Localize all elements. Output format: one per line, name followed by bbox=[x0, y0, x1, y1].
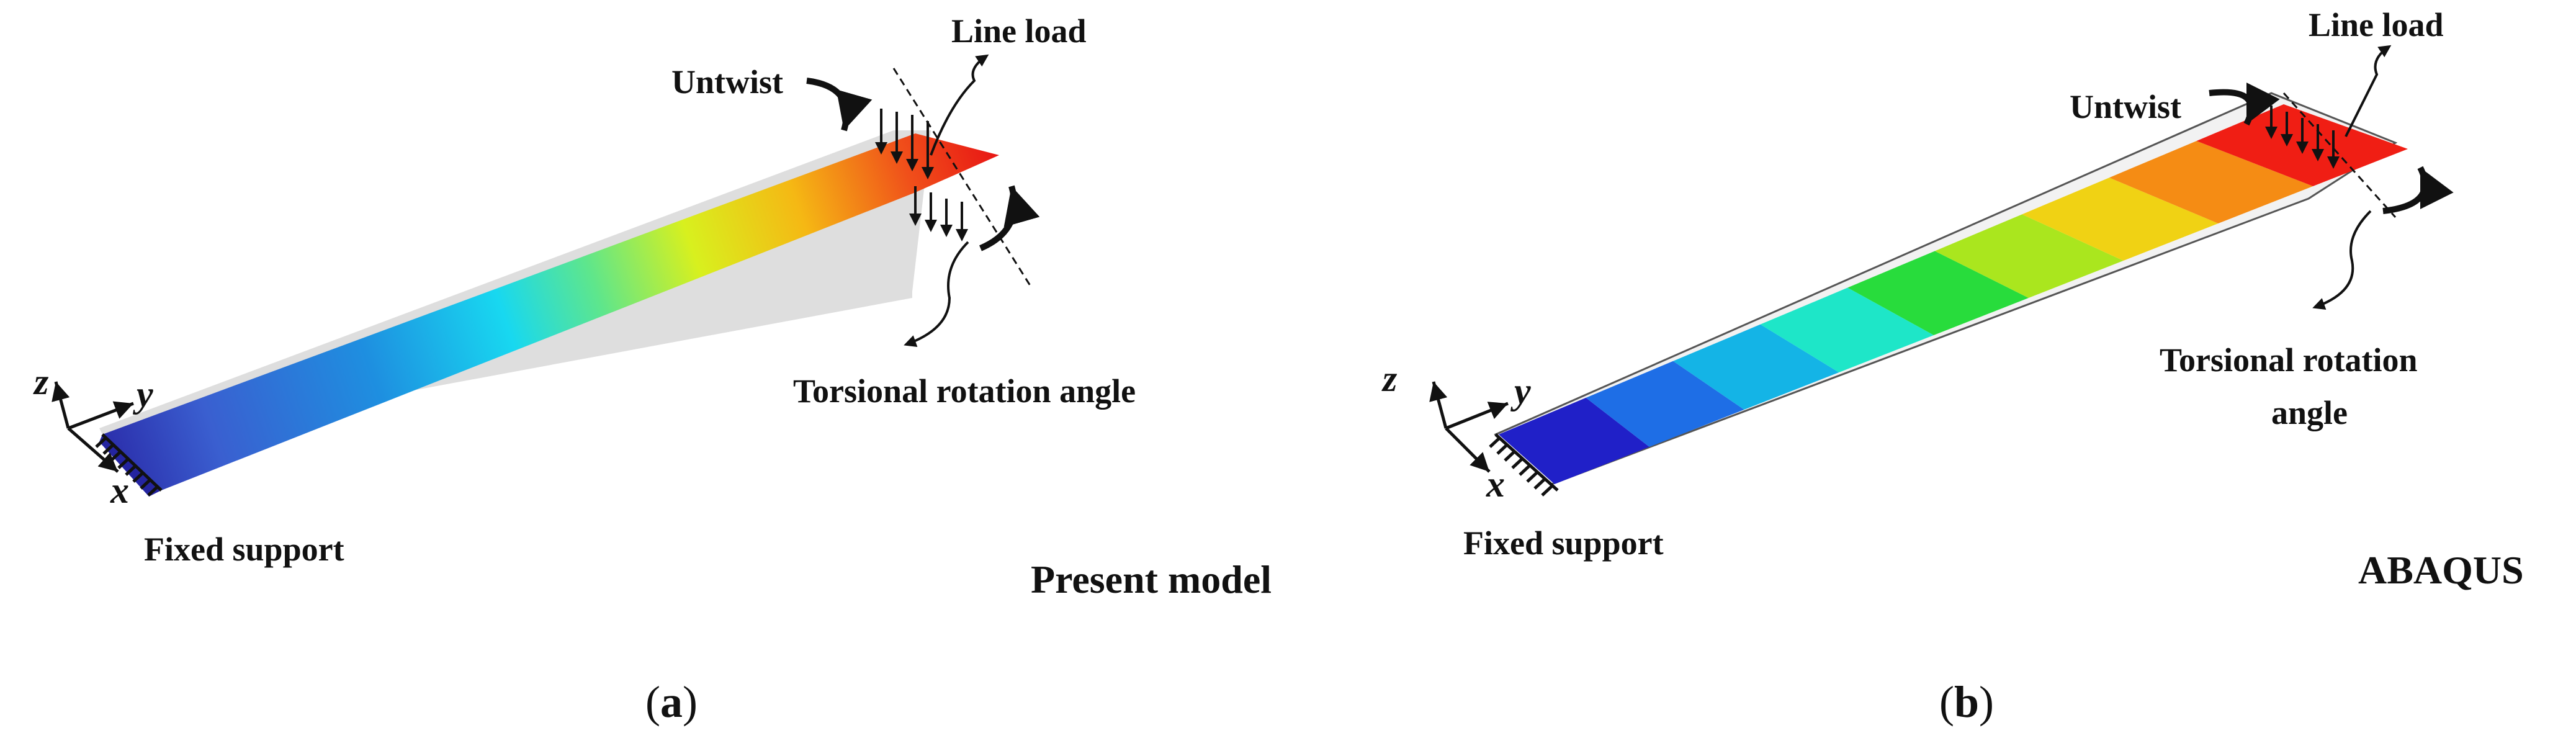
untwist-label-b: Untwist bbox=[2070, 88, 2181, 125]
axis-y-label-a: y bbox=[133, 374, 153, 415]
torsional-label-b-line2: angle bbox=[2271, 394, 2348, 431]
line-load-leader-a bbox=[930, 54, 989, 156]
caption-a-open: ( bbox=[645, 677, 660, 727]
line-load-arrows-a bbox=[875, 109, 968, 241]
torsional-label-a: Torsional rotation angle bbox=[793, 372, 1136, 410]
torsion-leader-a bbox=[904, 241, 969, 348]
caption-a: (a) bbox=[645, 677, 698, 727]
torsion-arrow-a bbox=[979, 185, 1040, 251]
contour-band bbox=[2109, 141, 2313, 223]
axis-z-label-b: z bbox=[1381, 358, 1398, 399]
model-label-b: ABAQUS bbox=[2358, 548, 2524, 592]
axes-triad-b bbox=[1429, 381, 1509, 473]
axis-x-label-b: x bbox=[1486, 464, 1505, 505]
axis-y-label-b: y bbox=[1510, 371, 1531, 411]
contour-band bbox=[2022, 178, 2219, 261]
wing-root-face-a bbox=[99, 434, 161, 497]
caption-a-close: ) bbox=[683, 677, 698, 727]
contour-band bbox=[1673, 324, 1839, 410]
contour-band bbox=[1934, 214, 2124, 298]
contour-band bbox=[1586, 361, 1744, 447]
contour-bands-b bbox=[1499, 104, 2408, 484]
section-line-a bbox=[892, 68, 1031, 286]
axes-triad-a bbox=[52, 381, 134, 473]
line-load-label-a: Line load bbox=[951, 12, 1087, 50]
axis-x-label-a: x bbox=[110, 470, 129, 511]
torsion-arrow-b bbox=[2382, 166, 2454, 214]
deformed-wing-a bbox=[102, 133, 999, 490]
untwist-arrow-b bbox=[2209, 82, 2280, 126]
untwist-arrow-a bbox=[806, 78, 873, 132]
line-load-leader-b bbox=[2345, 45, 2392, 137]
fixed-support-label-b: Fixed support bbox=[1463, 524, 1664, 562]
contour-band bbox=[1499, 397, 1649, 484]
axis-z-label-a: z bbox=[33, 361, 49, 402]
panel-a: z y x Untwist Line load Torsional rotati… bbox=[33, 12, 1272, 727]
caption-b: (b) bbox=[1939, 677, 1994, 727]
contour-band bbox=[1760, 287, 1934, 372]
panel-b: z y x Untwist Line load Torsional rotati… bbox=[1381, 6, 2524, 727]
fixed-support-label-a: Fixed support bbox=[144, 531, 344, 568]
line-load-label-b: Line load bbox=[2309, 6, 2444, 43]
caption-a-letter: a bbox=[660, 677, 683, 727]
model-label-a: Present model bbox=[1031, 557, 1272, 601]
caption-b-open: ( bbox=[1939, 677, 1954, 727]
torsional-label-b-line1: Torsional rotation bbox=[2160, 341, 2418, 379]
fixed-support-hatch-b bbox=[1489, 433, 1559, 497]
untwist-label-a: Untwist bbox=[671, 63, 783, 101]
caption-b-letter: b bbox=[1954, 677, 1979, 727]
section-line-b bbox=[2282, 92, 2397, 218]
torsion-leader-b bbox=[2312, 210, 2372, 310]
caption-b-close: ) bbox=[1979, 677, 1994, 727]
contour-band bbox=[1847, 251, 2029, 335]
